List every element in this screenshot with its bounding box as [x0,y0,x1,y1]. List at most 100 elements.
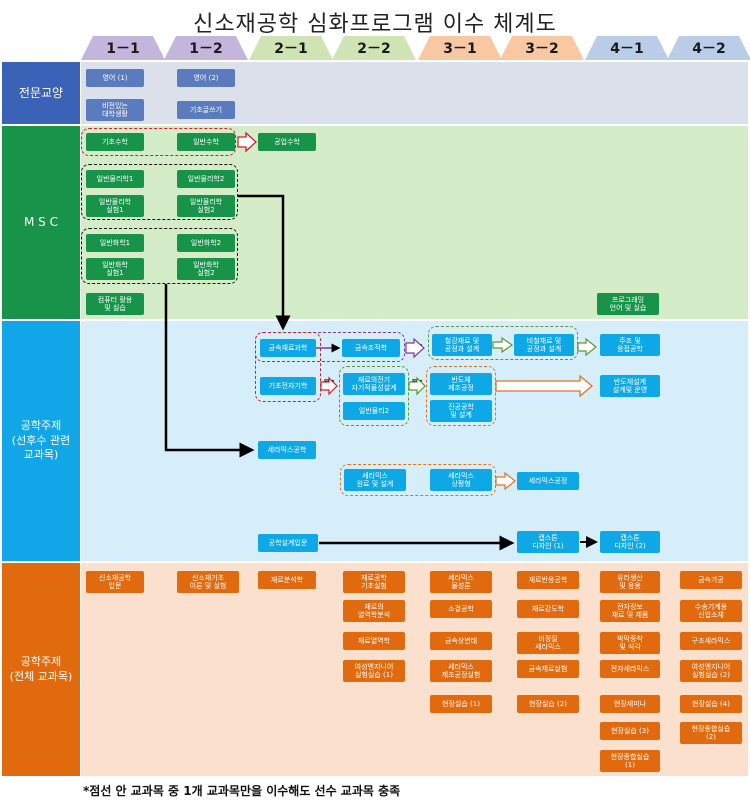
course-chemistry-lab-1[interactable]: 일반화학 실험1 [86,258,144,280]
course-c31-2-line1: 소결공학 [448,604,474,613]
course-nonferrous-materials[interactable]: 비철재료 및 공정과 설계 [514,334,574,356]
course-semiconductor-process[interactable]: 반도체 제조공정 [430,373,492,395]
category-liberal-label: 전문교양 [18,85,64,100]
course-physics-lab-2[interactable]: 일반물리학 실험2 [177,195,235,217]
course-c31-3[interactable]: 금속상변태 [430,632,492,650]
course-c41-3-line1: 박막증착 [617,634,643,643]
course-metal-structure[interactable]: 금속조직학 [342,339,400,357]
category-major-all-label-1: 공학주제 [20,654,62,668]
course-c41-7[interactable]: 현장종합실습(1) [600,750,660,772]
course-casting-welding-line2: 응접공학 [617,345,643,353]
category-major-seq-label-3: 교과목) [23,448,59,462]
category-major-seq: 공학주제 (선후수 관련 교과목) [2,321,80,561]
course-c32-4[interactable]: 금속재료실험 [517,660,579,678]
course-c22-4-line2: 실험실습 (1) [355,671,393,679]
course-physics-lab-1[interactable]: 일반물리학 실험1 [86,195,144,217]
course-c32-1[interactable]: 재료반응공학 [517,571,579,589]
course-electric-magnetic-properties-line1: 재료의전기 [357,375,391,384]
course-metal-materials-science[interactable]: 금속재료과학 [260,339,316,357]
course-basic-math[interactable]: 기초수학 [86,133,144,151]
course-c22-2-line1: 재료의 [364,602,384,611]
course-physics-1[interactable]: 일반물리학1 [86,170,144,188]
course-c41-5[interactable]: 현장세미나 [600,695,660,713]
course-programming-language[interactable]: 프로그래밍 언어 및 실습 [597,293,659,315]
course-semiconductor-design[interactable]: 반도체설계 설계및 운영 [600,375,660,397]
course-capstone-design-2-line1: 캡스톤 [620,533,640,542]
course-chemistry-1[interactable]: 일반화학1 [86,234,144,252]
course-ceramics-raw-materials-line2: 원료 및 설계 [356,480,394,488]
course-vacuum-engineering[interactable]: 진공공학 및 설계 [430,400,492,422]
course-steel-materials[interactable]: 철강재료 및 공정과 설계 [432,334,492,356]
course-c42-3[interactable]: 구조세라믹스 [680,632,742,650]
course-general-physics-2[interactable]: 일반물리2 [343,402,405,420]
course-capstone-design-2[interactable]: 캡스톤 디자인 (2) [600,531,660,553]
major-seq-band [81,321,748,561]
course-english-2[interactable]: 영어 (2) [177,69,235,87]
course-c31-2[interactable]: 소결공학 [430,600,492,618]
course-ceramics-engineering[interactable]: 세라믹스공학 [258,441,316,459]
course-capstone-design-1[interactable]: 캡스톤 디자인 (1) [517,531,579,553]
semester-header-6: 3－2 [500,36,584,60]
course-c22-3[interactable]: 재료열역학 [343,632,405,650]
course-electric-magnetic-properties[interactable]: 재료의전기 자기적물성설계 [343,373,405,395]
course-c32-4-line1: 금속재료실험 [528,664,568,673]
course-programming-language-line2: 언어 및 실습 [609,304,647,312]
category-major-seq-label-2: (선후수 관련 [11,433,71,447]
course-c21-1[interactable]: 재료분석학 [258,571,316,589]
course-college-life-line2: 대학생활 [102,110,128,118]
course-capstone-design-2-line2: 디자인 (2) [614,542,646,550]
course-c41-6[interactable]: 현장실습 (3) [600,722,660,740]
course-c41-3-line2: 및 식각 [619,643,641,651]
course-chemistry-lab-1-line1: 일반화학 [102,260,128,269]
course-c42-1[interactable]: 금속가공 [680,571,742,589]
course-chemistry-2[interactable]: 일반화학2 [177,234,235,252]
course-casting-welding-line1: 주조 및 [619,336,641,345]
course-c32-5[interactable]: 현장실습 (2) [517,695,579,713]
course-c31-5[interactable]: 현장실습 (1) [430,695,492,713]
course-c42-6[interactable]: 현장종합실습(2) [680,722,742,744]
course-physics-2[interactable]: 일반물리학2 [177,170,235,188]
course-c31-3-line1: 금속상변태 [444,636,478,645]
course-basic-electromagnetics[interactable]: 기초전자기학 [260,377,316,395]
course-basic-writing[interactable]: 기초글쓰기 [177,101,235,119]
course-c12-1-line1: 신소재기초 [191,573,225,582]
dashed-group-basic-electro [255,332,321,402]
course-chemistry-lab-2[interactable]: 일반화학 실험2 [177,258,235,280]
course-c32-2-line1: 재료강도학 [531,604,565,613]
course-c22-3-line1: 재료열역학 [357,636,391,645]
course-vacuum-engineering-line2: 및 설계 [450,411,472,419]
course-engineering-math[interactable]: 공업수학 [258,133,316,151]
course-c31-1-line2: 물성론 [451,582,471,590]
course-intro-engineering-design[interactable]: 공학설계입문 [258,534,318,552]
select-one-tag-semiconductor: 택1 [412,379,424,387]
course-ceramics-raw-materials[interactable]: 세라믹스 원료 및 설계 [344,469,406,491]
course-english-1[interactable]: 영어 (1) [86,69,144,87]
course-c41-4[interactable]: 전자세라믹스 [600,660,660,678]
course-c42-4-line2: 실험실습 (2) [692,671,730,679]
course-general-math[interactable]: 일반수학 [177,133,235,151]
course-c12-1-line2: 이론 및 실험 [189,582,227,590]
semester-header-8: 4－2 [667,36,750,60]
course-ceramics-process[interactable]: 세라믹스공정 [517,472,579,490]
course-c42-5[interactable]: 현장실습 (4) [680,695,742,713]
course-casting-welding[interactable]: 주조 및 응접공학 [600,334,660,356]
course-computer-practice[interactable]: 컴퓨터 활용 및 실습 [86,293,144,315]
course-c21-1-line1: 재료분석학 [270,575,304,584]
course-college-life[interactable]: 비전있는 대학생활 [86,99,144,121]
course-ceramics-phase-equilibrium[interactable]: 세라믹스 상평형 [430,469,492,491]
course-c32-2[interactable]: 재료강도학 [517,600,579,618]
semester-header-3: 2－1 [249,36,333,60]
